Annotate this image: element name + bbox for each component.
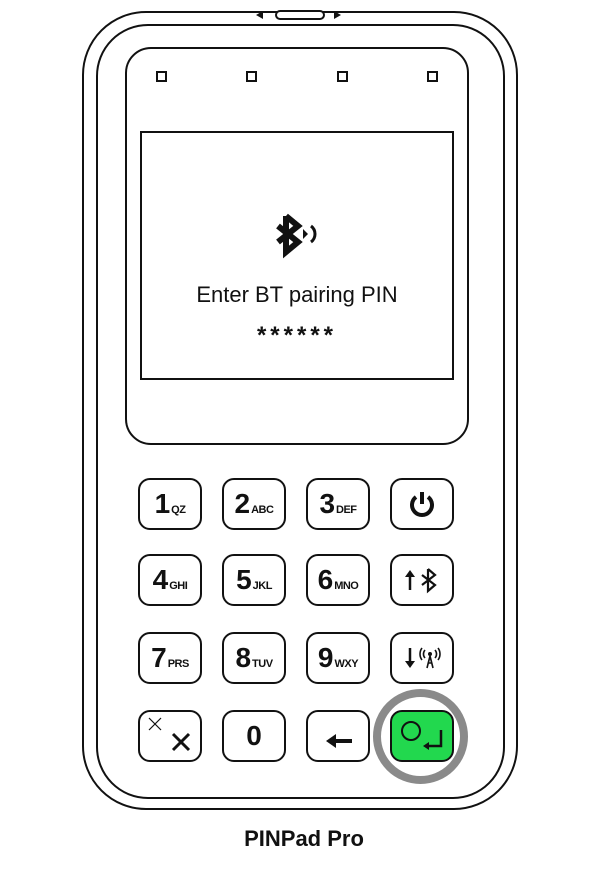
down-wireless-key[interactable] xyxy=(390,632,454,684)
key-8-digit: 8 xyxy=(235,642,252,673)
pinpad-device-inner xyxy=(96,24,505,799)
enter-icon xyxy=(401,721,443,750)
enter-key-highlight-ring xyxy=(373,689,468,784)
key-1-letters: QZ xyxy=(171,504,186,516)
status-led-3 xyxy=(337,71,348,82)
status-led-2 xyxy=(246,71,257,82)
key-4[interactable]: 4 GHI xyxy=(138,554,202,606)
backspace-arrow-icon xyxy=(326,734,352,748)
key-2-letters: ABC xyxy=(251,504,274,516)
key-0-digit: 0 xyxy=(246,720,262,751)
key-9-letters: WXY xyxy=(334,658,359,670)
key-6[interactable]: 6 MNO xyxy=(306,554,370,606)
up-arrow-bluetooth-icon xyxy=(405,568,437,594)
key-3-letters: DEF xyxy=(336,504,357,516)
pin-mask-text: ****** xyxy=(256,322,338,349)
key-6-digit: 6 xyxy=(317,564,334,595)
key-7-digit: 7 xyxy=(151,642,167,673)
backspace-key[interactable] xyxy=(306,710,370,762)
display-screen xyxy=(140,131,454,380)
key-3-digit: 3 xyxy=(319,488,336,519)
key-8[interactable]: 8 TUV xyxy=(222,632,286,684)
down-arrow-wireless-icon xyxy=(405,647,441,669)
right-indicator-arrow-icon xyxy=(334,11,341,19)
key-2-digit: 2 xyxy=(234,488,251,519)
key-7-letters: PRS xyxy=(167,658,190,670)
key-5-digit: 5 xyxy=(236,564,252,595)
power-icon xyxy=(410,492,434,517)
speaker-slot xyxy=(275,10,325,20)
key-2[interactable]: 2 ABC xyxy=(222,478,286,530)
key-6-letters: MNO xyxy=(334,580,359,592)
key-5-letters: JKL xyxy=(252,580,273,592)
left-indicator-arrow-icon xyxy=(256,11,263,19)
cancel-key[interactable] xyxy=(138,710,202,762)
cancel-x-icon xyxy=(148,717,191,752)
key-4-digit: 4 xyxy=(152,564,169,595)
device-caption: PINPad Pro xyxy=(244,826,364,851)
power-key[interactable] xyxy=(390,478,454,530)
key-9-digit: 9 xyxy=(317,642,334,673)
key-1[interactable]: 1 QZ xyxy=(138,478,202,530)
status-led-4 xyxy=(427,71,438,82)
bluetooth-pairing-icon xyxy=(276,213,317,259)
key-7[interactable]: 7 PRS xyxy=(138,632,202,684)
key-0[interactable]: 0 xyxy=(222,710,286,762)
key-8-letters: TUV xyxy=(252,658,273,670)
key-1-digit: 1 xyxy=(154,488,171,519)
status-led-1 xyxy=(156,71,167,82)
key-5[interactable]: 5 JKL xyxy=(222,554,286,606)
up-bluetooth-key[interactable] xyxy=(390,554,454,606)
key-3[interactable]: 3 DEF xyxy=(306,478,370,530)
enter-key[interactable] xyxy=(390,710,454,762)
pairing-prompt-text: Enter BT pairing PIN xyxy=(196,282,398,307)
key-4-letters: GHI xyxy=(169,580,188,592)
key-9[interactable]: 9 WXY xyxy=(306,632,370,684)
